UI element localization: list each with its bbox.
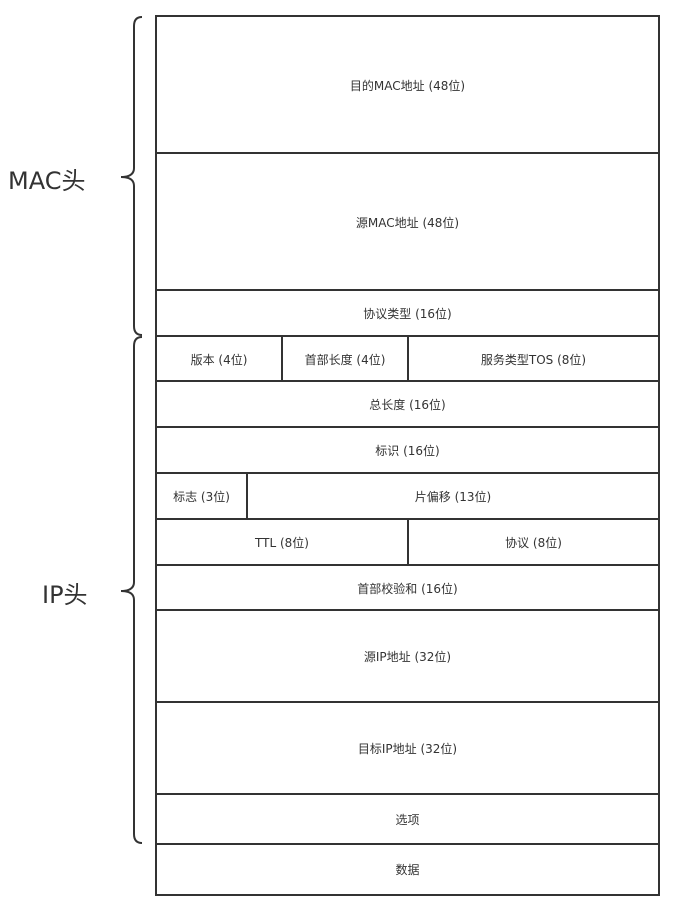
field-flags: 标志 (3位) bbox=[155, 472, 248, 521]
field-dst-mac: 目的MAC地址 (48位) bbox=[155, 15, 660, 155]
ip-header-label: IP头 bbox=[42, 581, 88, 609]
field-protocol-type: 协议类型 (16位) bbox=[155, 289, 660, 337]
field-total-length: 总长度 (16位) bbox=[155, 380, 660, 429]
field-tos: 服务类型TOS (8位) bbox=[407, 335, 660, 383]
field-dst-ip: 目标IP地址 (32位) bbox=[155, 701, 660, 795]
field-src-ip: 源IP地址 (32位) bbox=[155, 609, 660, 703]
field-options: 选项 bbox=[155, 793, 660, 845]
field-identification: 标识 (16位) bbox=[155, 426, 660, 475]
field-data: 数据 bbox=[155, 843, 660, 896]
mac-header-label: MAC头 bbox=[8, 167, 86, 195]
mac-brace bbox=[120, 16, 143, 336]
field-protocol: 协议 (8位) bbox=[407, 518, 660, 567]
field-version: 版本 (4位) bbox=[155, 335, 283, 383]
field-header-checksum: 首部校验和 (16位) bbox=[155, 564, 660, 612]
field-fragment-offset: 片偏移 (13位) bbox=[246, 472, 660, 521]
ip-brace bbox=[120, 336, 143, 844]
field-src-mac: 源MAC地址 (48位) bbox=[155, 152, 660, 292]
field-header-length: 首部长度 (4位) bbox=[281, 335, 409, 383]
field-ttl: TTL (8位) bbox=[155, 518, 409, 567]
